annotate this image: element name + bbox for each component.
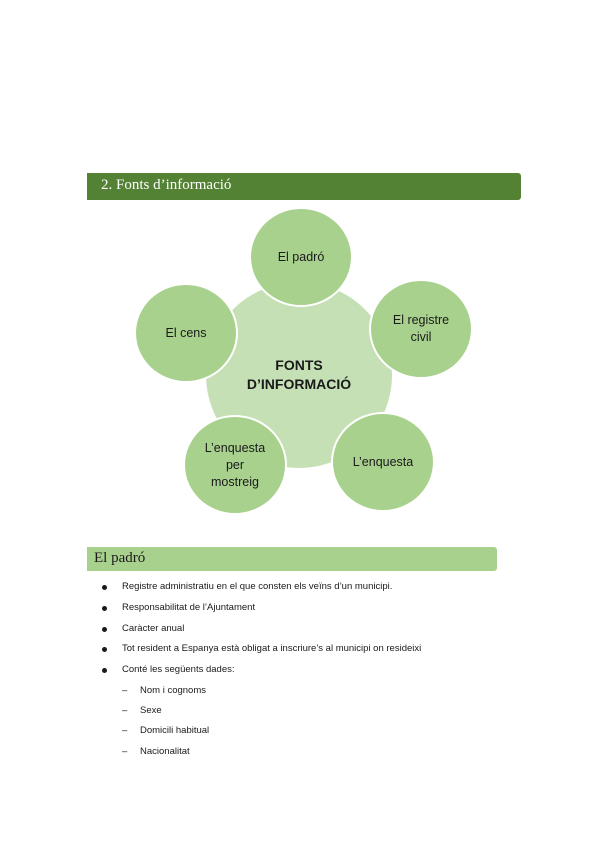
list-item-text: Registre administratiu en el que consten… bbox=[122, 581, 393, 592]
list-item: Registre administratiu en el que consten… bbox=[100, 577, 540, 598]
bullet-icon bbox=[102, 647, 107, 653]
section-title: 2. Fonts d’informació bbox=[101, 177, 232, 193]
section-header-bar: 2. Fonts d’informació bbox=[87, 173, 521, 200]
list-item-text: Tot resident a Espanya està obligat a in… bbox=[122, 643, 422, 655]
sub-list-item: – Sexe bbox=[122, 701, 540, 721]
list-item-text: Responsabilitat de l’Ajuntament bbox=[122, 601, 256, 613]
diagram-node-registre-civil: El registre civil bbox=[369, 279, 473, 379]
sub-list-item: – Nacionalitat bbox=[122, 742, 540, 762]
diagram-node-label: L’enquesta per mostreig bbox=[204, 440, 266, 489]
subsection-header-bar: El padró bbox=[87, 547, 497, 571]
bullet-icon bbox=[102, 605, 107, 611]
list-item: Caràcter anual bbox=[100, 619, 540, 640]
diagram-node-cens: El cens bbox=[134, 283, 238, 383]
diagram-node-padro: El padró bbox=[249, 207, 353, 307]
list-item-text: Conté les següents dades: bbox=[122, 664, 235, 676]
bullet-icon bbox=[102, 668, 107, 674]
list-item: Responsabilitat de l’Ajuntament bbox=[100, 598, 540, 619]
list-item-text: Caràcter anual bbox=[122, 622, 185, 634]
diagram-center-circle: FONTS D’INFORMACIÓ bbox=[206, 282, 392, 468]
dash-marker: – bbox=[122, 684, 128, 696]
subsection-title: El padró bbox=[94, 550, 146, 566]
bullet-icon bbox=[102, 626, 107, 632]
diagram-node-label: El cens bbox=[165, 325, 207, 340]
sub-list-item: – Domicili habitual bbox=[122, 721, 540, 741]
dash-marker: – bbox=[122, 745, 128, 757]
sub-list-item-text: Nacionalitat bbox=[140, 745, 190, 757]
list-item: Conté les següents dades: – Nom i cognom… bbox=[100, 660, 540, 762]
sub-list-item: – Nom i cognoms bbox=[122, 681, 540, 701]
diagram-node-label: L’enquesta bbox=[352, 454, 414, 469]
data-fields-sub-list: – Nom i cognoms – Sexe – Domicili habitu… bbox=[122, 681, 540, 762]
bullet-icon bbox=[102, 585, 107, 590]
diagram-node-label: El registre civil bbox=[392, 313, 450, 344]
list-item: Tot resident a Espanya està obligat a in… bbox=[100, 639, 540, 660]
diagram-center-label: FONTS D’INFORMACIÓ bbox=[246, 357, 352, 392]
sub-list-item-text: Domicili habitual bbox=[140, 725, 210, 737]
sub-list-item-text: Sexe bbox=[140, 705, 162, 717]
dash-marker: – bbox=[122, 705, 128, 717]
sub-list-item-text: Nom i cognoms bbox=[140, 684, 206, 696]
diagram-node-enquesta-mostreig: L’enquesta per mostreig bbox=[183, 415, 287, 515]
diagram-node-label: El padró bbox=[277, 249, 325, 264]
dash-marker: – bbox=[122, 725, 128, 737]
padro-bullet-list: Registre administratiu en el que consten… bbox=[100, 577, 540, 762]
diagram-node-enquesta: L’enquesta bbox=[331, 412, 435, 512]
